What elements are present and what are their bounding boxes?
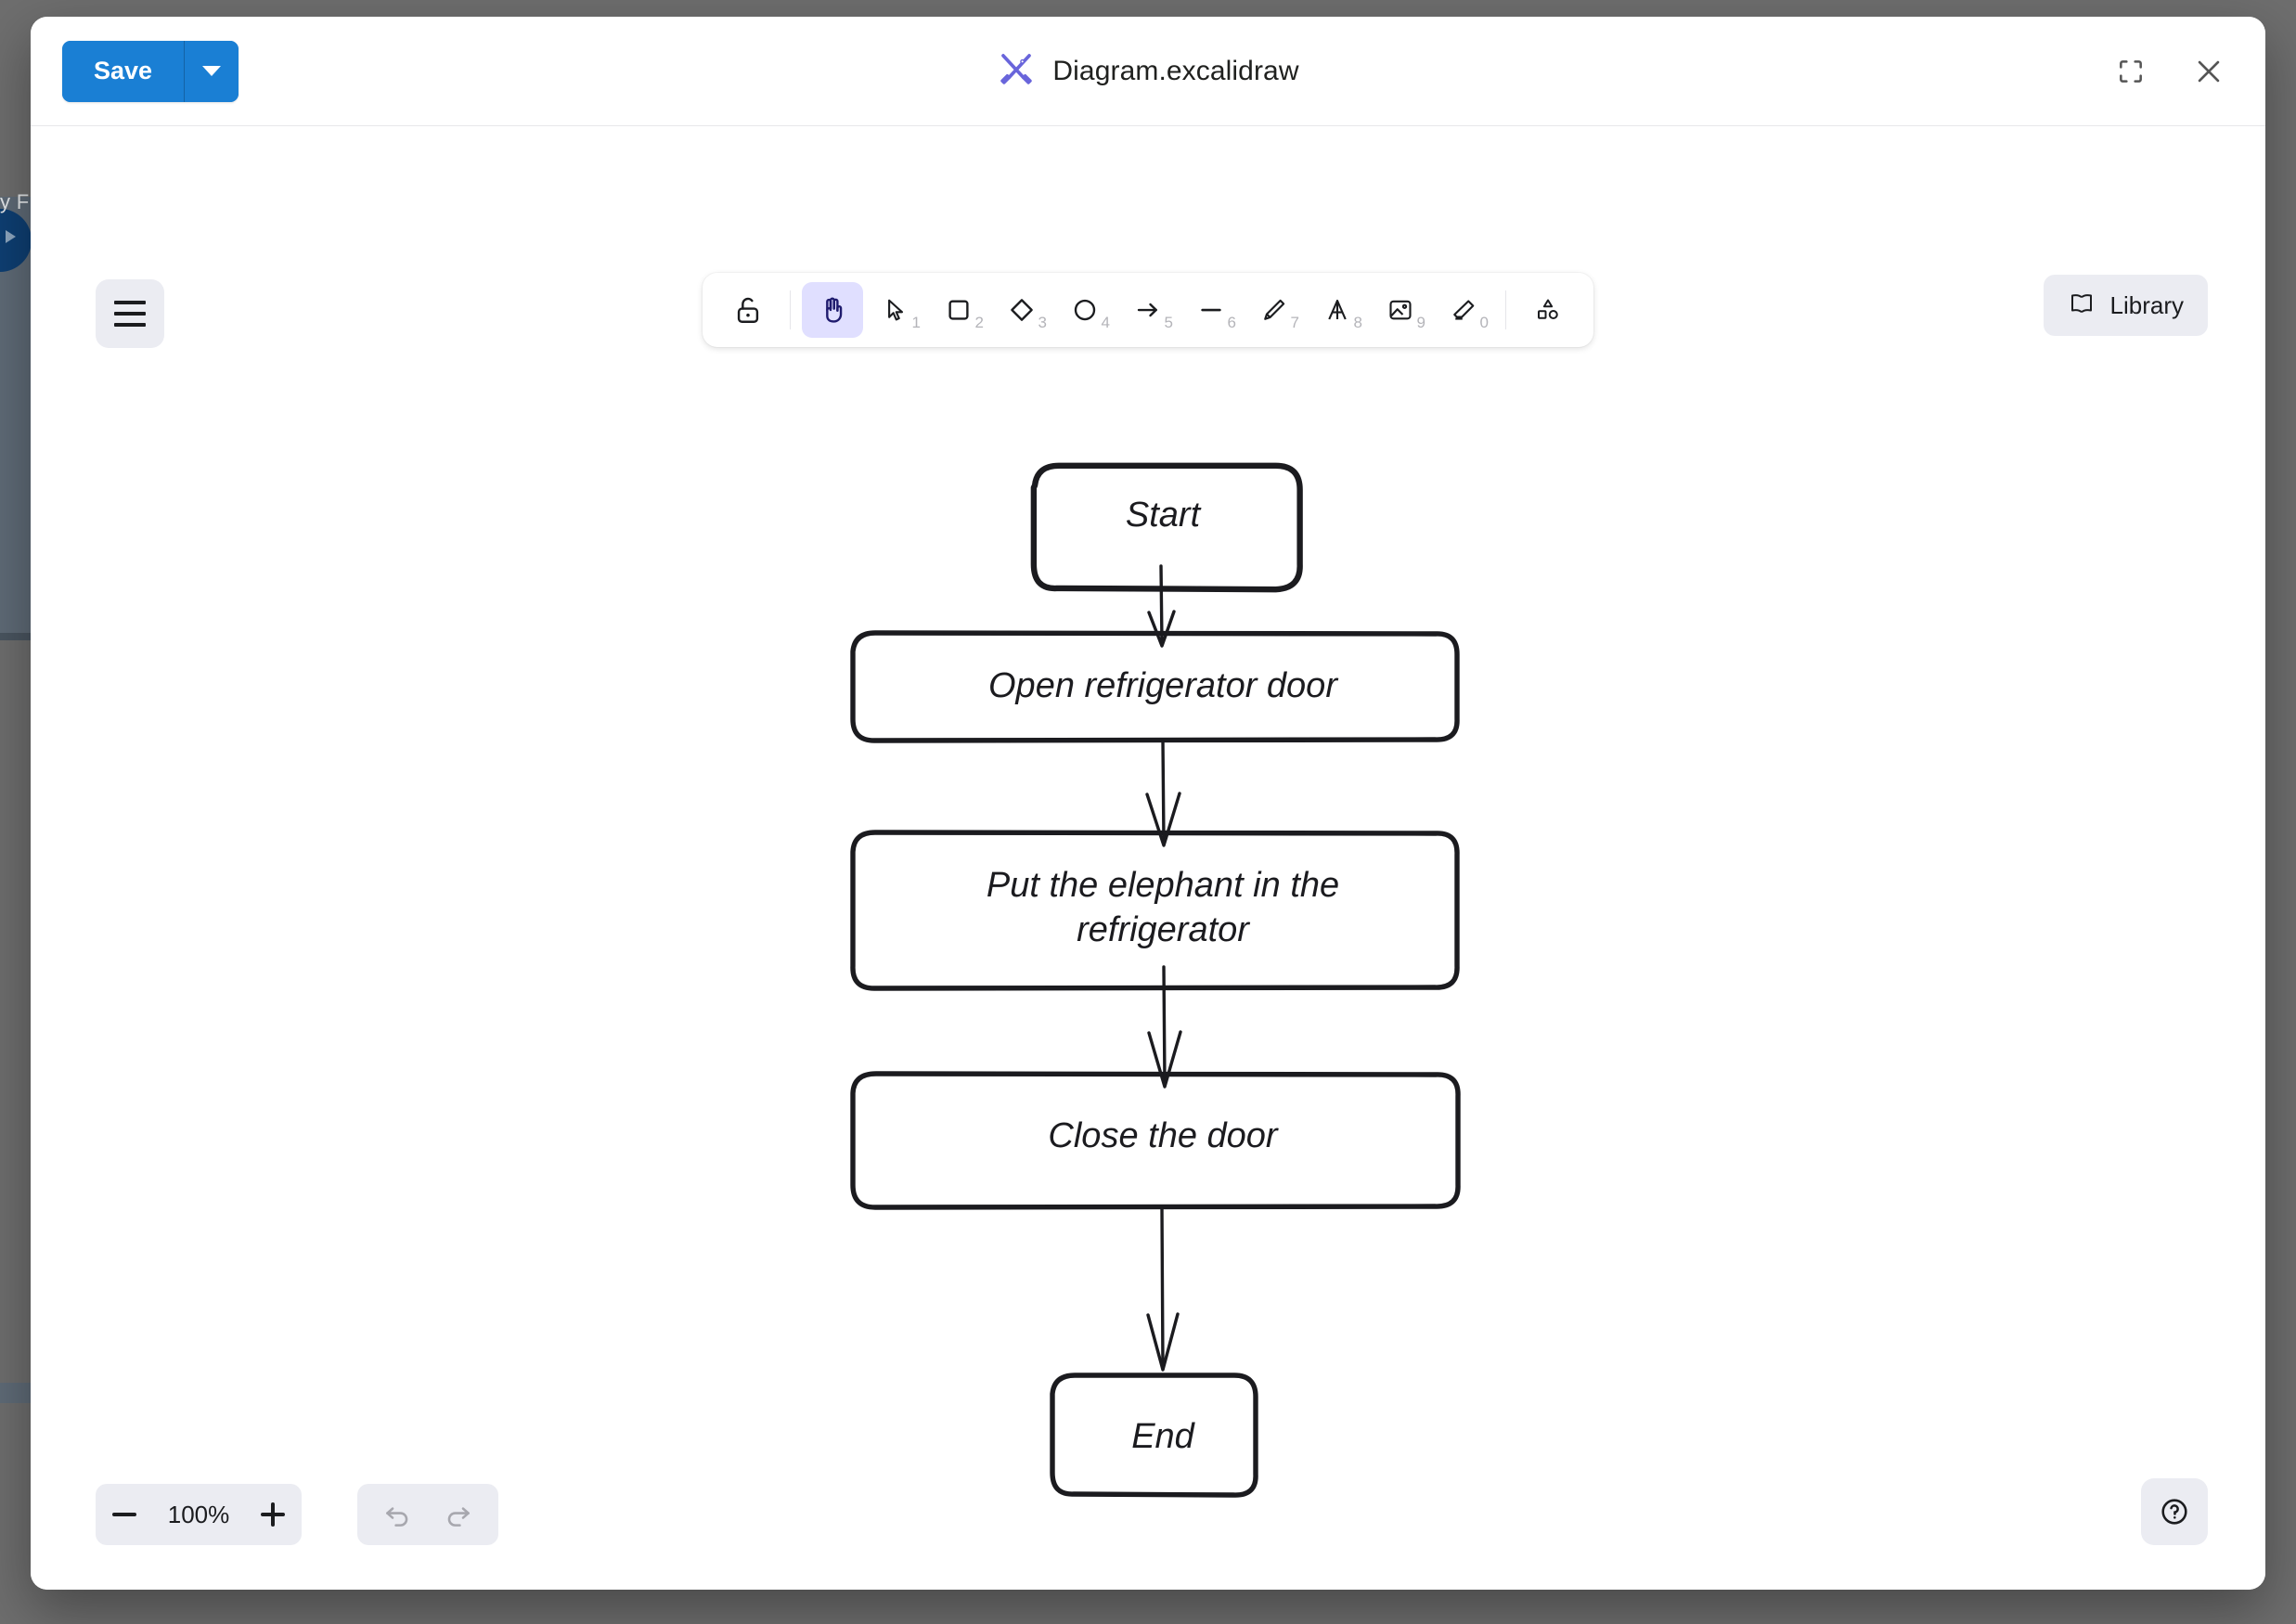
help-icon[interactable] xyxy=(2141,1478,2208,1545)
flow-node-put-elephant xyxy=(850,830,1460,991)
redo-icon[interactable] xyxy=(428,1484,489,1545)
flow-node-label: End xyxy=(1131,1417,1195,1456)
flow-node-label: Start xyxy=(1126,496,1202,535)
flow-node-open-door xyxy=(850,630,1460,743)
save-divider xyxy=(184,40,186,102)
flow-node-label-line1: Put the elephant in the xyxy=(987,866,1339,905)
excalidraw-logo xyxy=(997,49,1036,93)
save-dropdown-button[interactable] xyxy=(185,40,239,102)
save-split-button[interactable]: Save xyxy=(62,40,239,102)
chevron-down-icon xyxy=(202,66,222,76)
flow-arrow-3 xyxy=(1147,965,1182,1089)
flow-arrow-2 xyxy=(1145,739,1181,847)
lock-icon[interactable] xyxy=(717,282,779,338)
plus-glyph xyxy=(261,1502,285,1527)
modal-title-group: Diagram.excalidraw xyxy=(31,17,2265,125)
zoom-out-icon[interactable] xyxy=(96,1484,153,1545)
flow-node-close-door xyxy=(850,1071,1461,1210)
flow-arrow-4 xyxy=(1146,1206,1180,1372)
book-icon xyxy=(2068,290,2096,322)
flow-node-start xyxy=(1030,462,1303,593)
library-button[interactable]: Library xyxy=(2043,275,2208,336)
hamburger-menu-icon[interactable] xyxy=(96,279,164,348)
background-play-icon xyxy=(6,230,16,243)
flow-node-label-line2: refrigerator xyxy=(1077,910,1250,949)
excalidraw-modal: Save Diagram.excalidraw xyxy=(31,17,2265,1590)
page-title: Diagram.excalidraw xyxy=(1052,55,1299,86)
close-icon[interactable] xyxy=(2184,46,2234,97)
titlebar-actions xyxy=(2106,46,2234,97)
toolbar-separator-2 xyxy=(1505,290,1506,329)
library-label: Library xyxy=(2109,290,2184,319)
hand-icon[interactable] xyxy=(802,282,863,338)
flow-arrow-1 xyxy=(1147,564,1176,648)
flow-node-end xyxy=(1050,1373,1258,1498)
modal-titlebar: Save Diagram.excalidraw xyxy=(31,17,2265,126)
save-button[interactable]: Save xyxy=(62,40,185,102)
zoom-controls: 100% xyxy=(96,1484,302,1545)
flow-node-label: Close the door xyxy=(1048,1116,1278,1155)
undo-icon[interactable] xyxy=(367,1484,428,1545)
hamburger-lines xyxy=(114,301,146,327)
flowchart: Start Open refrigerator door Put the ele… xyxy=(31,126,2265,1590)
minus-glyph xyxy=(112,1502,136,1527)
zoom-in-icon[interactable] xyxy=(244,1484,302,1545)
fullscreen-icon[interactable] xyxy=(2106,46,2156,97)
background-hint-text: y F xyxy=(0,190,30,213)
drawing-canvas[interactable]: 1 2 3 4 xyxy=(31,126,2265,1590)
toolbar-separator xyxy=(790,290,791,329)
history-controls xyxy=(357,1484,498,1545)
flow-node-label: Open refrigerator door xyxy=(988,666,1338,705)
shapes-icon[interactable] xyxy=(1517,282,1579,338)
zoom-level-value[interactable]: 100% xyxy=(167,1500,230,1528)
